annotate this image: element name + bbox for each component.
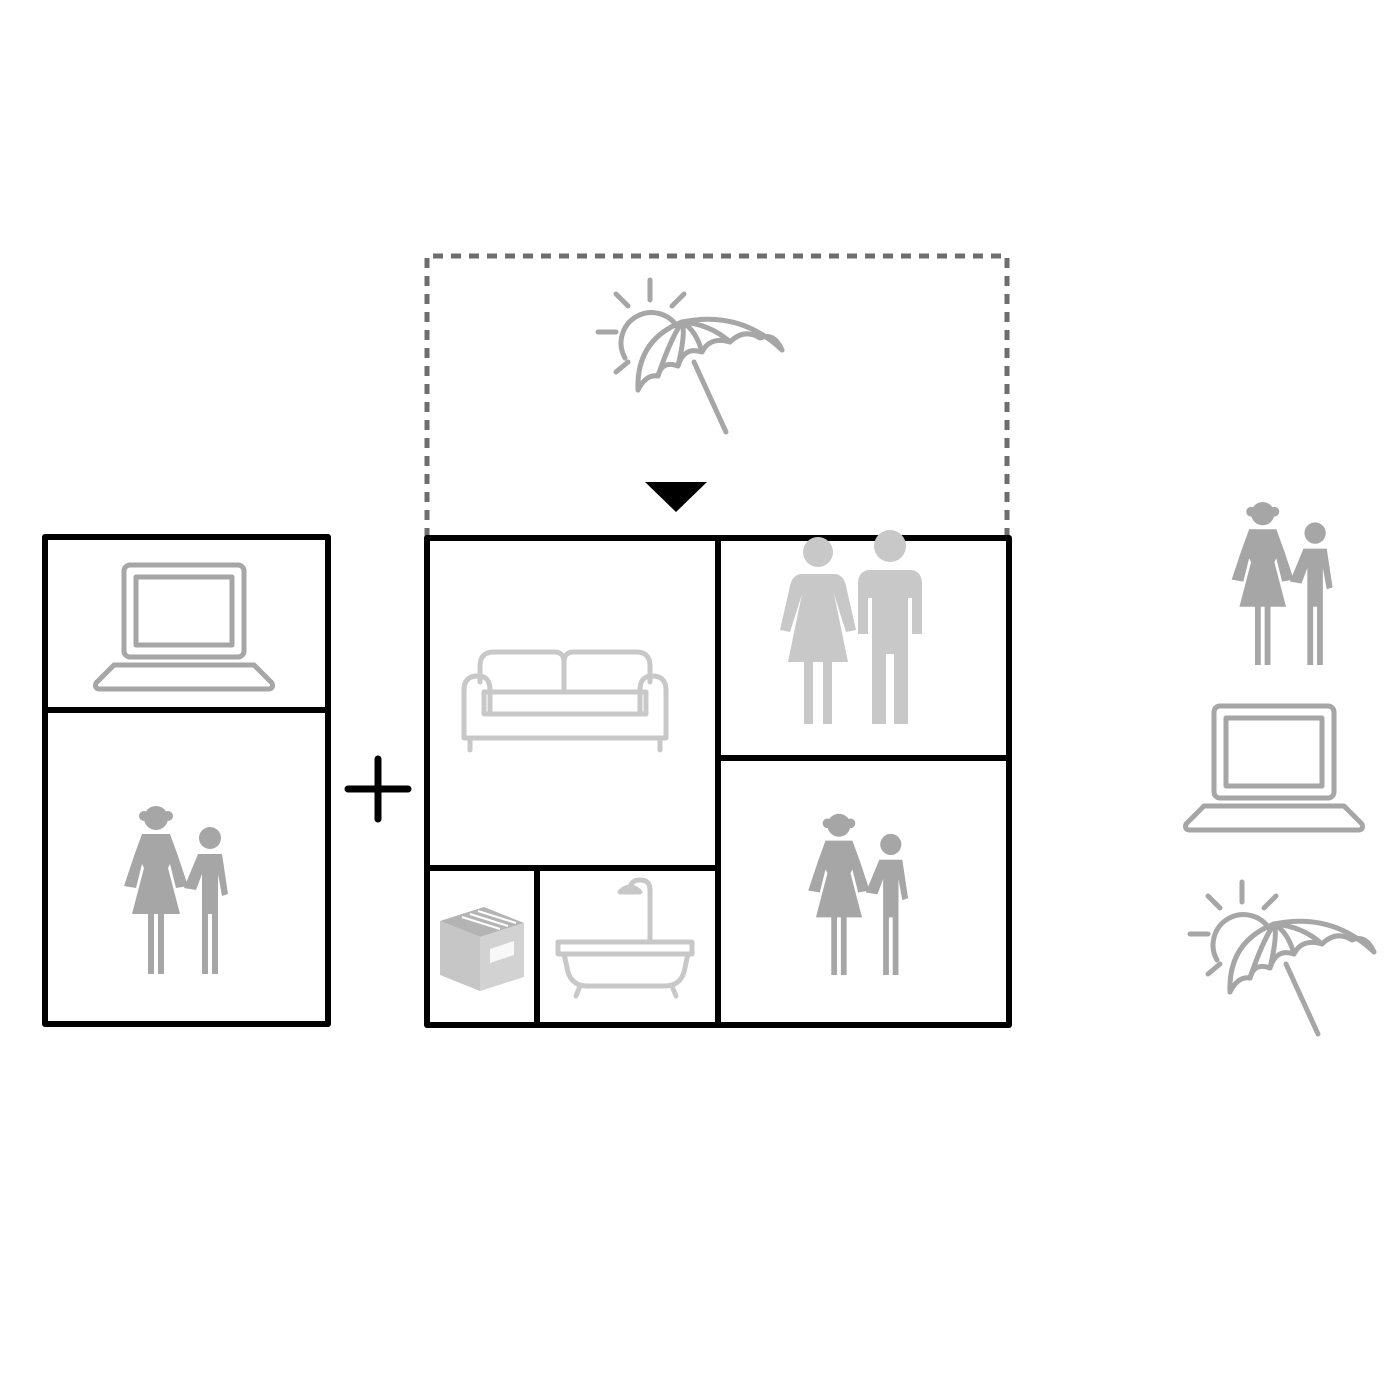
sofa-icon [464, 652, 666, 750]
kids-room [808, 813, 909, 975]
bathroom [558, 880, 692, 996]
legend-parent-child-icon [1231, 502, 1333, 665]
parent-child-icon [124, 806, 228, 974]
addition-area [424, 253, 1010, 538]
left-top-room [96, 565, 273, 689]
parent-child-icon [808, 813, 909, 975]
box-icon [439, 906, 525, 992]
legend [1186, 502, 1375, 1034]
triangle-down-icon [645, 482, 707, 512]
living-room [464, 652, 666, 750]
legend-laptop-icon [1186, 706, 1363, 830]
left-floor-plan [42, 534, 331, 1027]
bathtub-icon [558, 880, 692, 996]
storage-room [439, 906, 525, 992]
legend-sun-umbrella-icon [1190, 882, 1374, 1034]
right-floor-plan [424, 530, 1012, 1028]
plus-icon [348, 759, 408, 819]
laptop-icon [96, 565, 273, 689]
bedroom [780, 530, 922, 724]
sun-umbrella-icon [598, 280, 782, 432]
left-bottom-room [124, 806, 228, 974]
addition-dashed-outline [424, 253, 1010, 538]
couple-icon [780, 530, 922, 724]
left-plan-outline [42, 534, 331, 1027]
